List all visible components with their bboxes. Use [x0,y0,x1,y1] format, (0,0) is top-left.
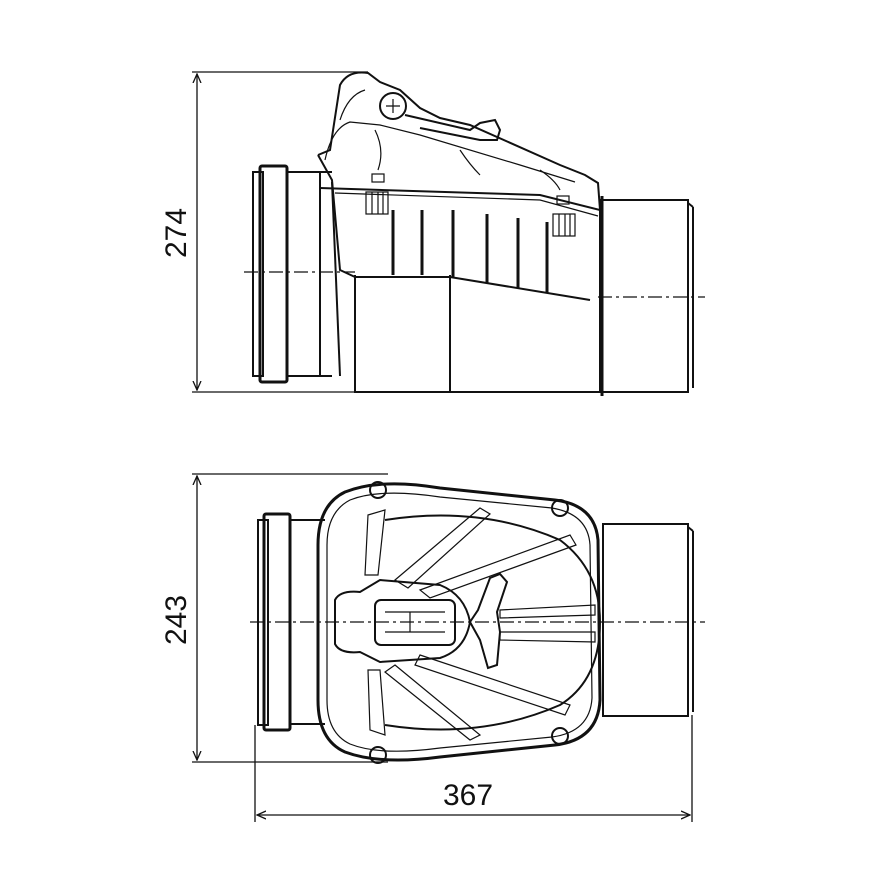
bolt-hole [369,481,387,499]
valve-cover [317,71,601,211]
height-dimension: 274 [160,71,368,393]
bolt-hole [551,499,569,517]
length-dimension: 367 [254,715,693,822]
side-view: 274 [160,71,705,396]
bolt-hole [551,727,569,745]
outlet-pipe [599,196,694,396]
width-dimension: 243 [160,473,388,763]
inlet-socket [252,164,341,384]
flap-disc [364,507,602,741]
cover-flange [316,481,602,764]
lever-mechanism [334,572,509,670]
length-dimension-label: 367 [443,779,493,812]
width-dimension-label: 243 [160,595,193,645]
height-dimension-label: 274 [160,208,193,258]
bolt-right [552,195,576,237]
hinge-pin [379,92,407,120]
body-ribs [391,210,549,293]
bolt-hole [369,746,387,764]
bolt-left [365,173,389,215]
outlet-pipe-top [602,523,694,717]
top-view: 243 367 [160,473,705,822]
valve-body [317,154,601,393]
flap-ribs [364,507,596,741]
